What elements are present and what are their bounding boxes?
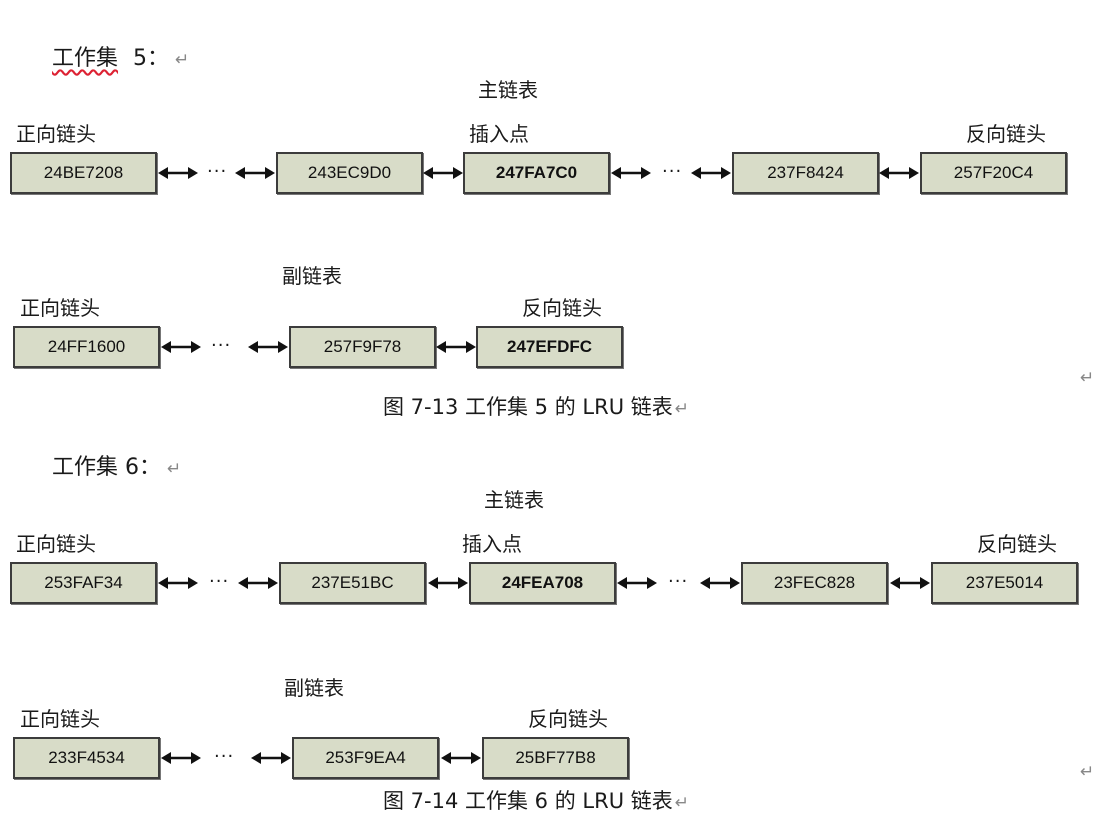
double-arrow-icon bbox=[691, 167, 731, 179]
ws6-main-title: 主链表 bbox=[484, 488, 544, 512]
return-mark: ↵ bbox=[674, 399, 689, 419]
list-node-insert-point: 24FEA708 bbox=[469, 562, 616, 604]
double-arrow-icon bbox=[158, 167, 198, 179]
double-arrow-icon bbox=[423, 167, 463, 179]
list-node: 237E51BC bbox=[279, 562, 426, 604]
list-node: 253FAF34 bbox=[10, 562, 157, 604]
ellipsis: ··· bbox=[214, 746, 235, 767]
return-mark: ↵ bbox=[167, 459, 182, 479]
ws5-heading-text: 工作集 bbox=[52, 46, 119, 71]
double-arrow-icon bbox=[161, 341, 201, 353]
ws6-heading: 工作集 6： ↵ bbox=[52, 449, 181, 481]
list-node: 247EFDFC bbox=[476, 326, 623, 368]
ws6-sub-right-label: 反向链头 bbox=[528, 707, 608, 731]
return-mark: ↵ bbox=[175, 50, 190, 70]
return-mark: ↵ bbox=[1080, 368, 1095, 388]
double-arrow-icon bbox=[879, 167, 919, 179]
ws6-sub-title: 副链表 bbox=[284, 676, 344, 700]
double-arrow-icon bbox=[235, 167, 275, 179]
ws5-main-mid-label: 插入点 bbox=[469, 122, 529, 146]
ws5-heading-num: 5： bbox=[133, 46, 170, 71]
list-node: 233F4534 bbox=[13, 737, 160, 779]
double-arrow-icon bbox=[611, 167, 651, 179]
double-arrow-icon bbox=[158, 577, 198, 589]
double-arrow-icon bbox=[238, 577, 278, 589]
ws6-caption: 图 7-14 工作集 6 的 LRU 链表↵ bbox=[383, 785, 689, 815]
double-arrow-icon bbox=[251, 752, 291, 764]
ws6-main-right-label: 反向链头 bbox=[977, 532, 1057, 556]
list-node: 243EC9D0 bbox=[276, 152, 423, 194]
ws5-sub-right-label: 反向链头 bbox=[522, 296, 602, 320]
list-node: 24FF1600 bbox=[13, 326, 160, 368]
ws5-main-left-label: 正向链头 bbox=[16, 122, 96, 146]
ws5-heading: 工作集 5：↵ bbox=[52, 40, 189, 72]
ellipsis: ··· bbox=[211, 335, 232, 356]
double-arrow-icon bbox=[248, 341, 288, 353]
list-node-insert-point: 247FA7C0 bbox=[463, 152, 610, 194]
ws6-caption-text: 图 7-14 工作集 6 的 LRU 链表 bbox=[383, 789, 673, 813]
ellipsis: ··· bbox=[207, 161, 228, 182]
ellipsis: ··· bbox=[662, 161, 683, 182]
double-arrow-icon bbox=[436, 341, 476, 353]
double-arrow-icon bbox=[617, 577, 657, 589]
ws6-sub-left-label: 正向链头 bbox=[20, 707, 100, 731]
ws5-caption-text: 图 7-13 工作集 5 的 LRU 链表 bbox=[383, 395, 673, 419]
ws6-main-mid-label: 插入点 bbox=[462, 532, 522, 556]
return-mark: ↵ bbox=[674, 793, 689, 813]
list-node: 257F9F78 bbox=[289, 326, 436, 368]
double-arrow-icon bbox=[161, 752, 201, 764]
list-node: 257F20C4 bbox=[920, 152, 1067, 194]
ws6-heading-text: 工作集 6： bbox=[52, 455, 161, 480]
ws5-caption: 图 7-13 工作集 5 的 LRU 链表↵ bbox=[383, 391, 689, 421]
return-mark: ↵ bbox=[1080, 762, 1095, 782]
double-arrow-icon bbox=[890, 577, 930, 589]
list-node: 25BF77B8 bbox=[482, 737, 629, 779]
ws5-sub-left-label: 正向链头 bbox=[20, 296, 100, 320]
double-arrow-icon bbox=[441, 752, 481, 764]
ws5-sub-title: 副链表 bbox=[282, 264, 342, 288]
ellipsis: ··· bbox=[668, 571, 689, 592]
list-node: 253F9EA4 bbox=[292, 737, 439, 779]
double-arrow-icon bbox=[428, 577, 468, 589]
list-node: 24BE7208 bbox=[10, 152, 157, 194]
ws5-main-right-label: 反向链头 bbox=[966, 122, 1046, 146]
list-node: 237E5014 bbox=[931, 562, 1078, 604]
ws5-main-title: 主链表 bbox=[478, 78, 538, 102]
ws6-main-left-label: 正向链头 bbox=[16, 532, 96, 556]
double-arrow-icon bbox=[700, 577, 740, 589]
list-node: 237F8424 bbox=[732, 152, 879, 194]
list-node: 23FEC828 bbox=[741, 562, 888, 604]
ellipsis: ··· bbox=[209, 571, 230, 592]
